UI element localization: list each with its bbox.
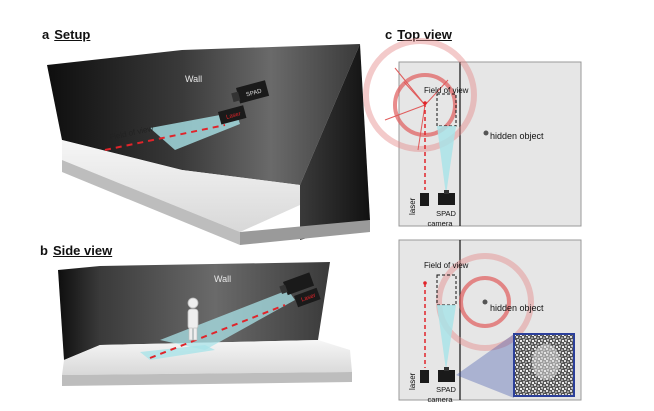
side-laser-beam [149,304,286,359]
top-lower-ring-outer [436,253,534,351]
side-spad-camera [279,272,315,296]
top-upper-spad-lens [444,190,449,194]
setup-back-wall [182,44,360,185]
top-upper-camera-label: camera [427,219,453,228]
side-laser-label: Laser [301,293,317,304]
top-upper-floor [398,61,582,227]
top-upper-laser-label: laser [408,197,417,215]
setup-laser-label: Laser [226,111,242,121]
top-upper-hidden-object [483,130,489,136]
top-lower-laser-label: laser [408,372,417,390]
top-view-upper: hidden object Field of view laser SPAD c… [363,38,582,228]
setup-floor [62,140,300,232]
side-floor-patch [140,345,215,360]
side-wall-label: Wall [214,274,231,284]
side-floor [62,340,352,375]
top-view-lower: hidden object Field of view laser SPAD c… [398,239,582,404]
top-upper-fov-label: Field of view [424,86,469,95]
side-view-scene: Laser Wall [58,262,352,386]
top-upper-laser-spot [423,101,427,105]
setup-laser-beam [104,124,226,151]
side-laser-device: Laser [294,287,321,308]
setup-spad-label: SPAD [246,88,264,98]
top-lower-laser-device [420,370,429,383]
top-upper-hidden-object-label: hidden object [490,131,544,141]
setup-floor-edge [62,160,240,245]
top-upper-arrows [384,67,449,151]
side-back-wall [100,262,330,345]
top-upper-spad-device [438,193,455,205]
top-lower-spad-label: SPAD [436,385,456,394]
top-lower-laser-spot [423,281,427,285]
setup-right-wall [300,44,370,240]
top-lower-fov-box [436,274,457,306]
top-lower-inset-blob [532,344,560,380]
top-lower-hidden-object-label: hidden object [490,303,544,313]
setup-floor-edge-right [240,220,370,245]
top-lower-inset-projection [456,334,514,398]
top-upper-laser-device [420,193,429,206]
top-lower-ring-inner [459,276,511,328]
top-lower-spad-lens [444,367,449,371]
setup-scene: SPAD Laser Wall Field of view [47,44,370,245]
side-hidden-person [187,297,199,341]
side-floor-edge [62,372,352,386]
top-lower-camera-label: camera [427,395,453,404]
top-lower-hidden-object [482,299,488,305]
top-lower-beam [437,305,456,370]
top-lower-spad-device [438,370,455,382]
top-lower-fov-label: Field of view [424,261,469,270]
top-upper-ring-outer [363,38,477,152]
side-left-wall [58,266,100,360]
top-upper-spad-label: SPAD [436,209,456,218]
setup-spad-camera: SPAD [231,80,270,104]
top-upper-beam [437,126,456,195]
setup-wall-label: Wall [185,74,202,84]
